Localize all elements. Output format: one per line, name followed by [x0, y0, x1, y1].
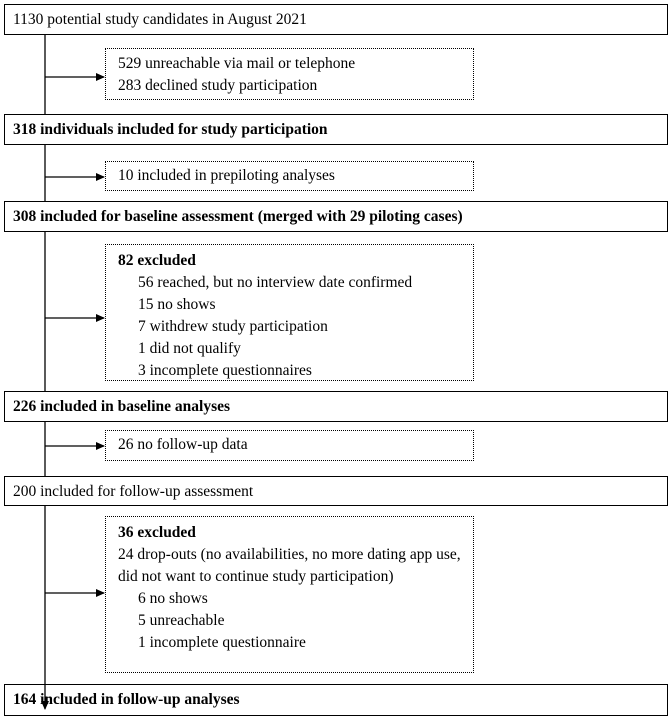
exclusion-3-item: 1 did not qualify: [138, 340, 241, 357]
step-included-participation: 318 individuals included for study parti…: [4, 114, 668, 145]
exclusion-3-item: 56 reached, but no interview date confir…: [138, 274, 413, 291]
exclusion-3-item: 15 no shows: [138, 296, 216, 313]
step-follow-up-assessment-text: 200 included for follow-up assessment: [13, 483, 254, 500]
exclusion-3-item: 7 withdrew study participation: [138, 318, 328, 335]
step-candidates-text: 1130 potential study candidates in Augus…: [13, 11, 307, 28]
step-included-participation-text: 318 individuals included for study parti…: [13, 121, 328, 138]
exclusion-1-line-2: 283 declined study participation: [118, 77, 318, 94]
exclusion-2-line: 10 included in prepiloting analyses: [118, 167, 335, 184]
step-baseline-assessment: 308 included for baseline assessment (me…: [4, 201, 668, 232]
exclusion-1-line-1: 529 unreachable via mail or telephone: [118, 55, 356, 72]
exclusion-4-line: 26 no follow-up data: [118, 436, 248, 453]
exclusion-5-lead: 24 drop-outs (no availabilities, no more…: [118, 546, 461, 585]
exclusion-box-3: 82 excluded 56 reached, but no interview…: [105, 244, 474, 381]
step-candidates: 1130 potential study candidates in Augus…: [4, 4, 668, 35]
exclusion-5-item: 1 incomplete questionnaire: [138, 634, 306, 651]
exclusion-3-item: 3 incomplete questionnaires: [138, 362, 312, 379]
step-follow-up-analyses: 164 included in follow-up analyses: [4, 684, 668, 716]
step-follow-up-assessment: 200 included for follow-up assessment: [4, 476, 668, 506]
step-baseline-analyses-text: 226 included in baseline analyses: [13, 398, 231, 415]
exclusion-3-title: 82 excluded: [118, 252, 196, 269]
exclusion-box-2: 10 included in prepiloting analyses: [105, 161, 474, 191]
step-baseline-assessment-text: 308 included for baseline assessment (me…: [13, 208, 463, 225]
exclusion-box-5: 36 excluded 24 drop-outs (no availabilit…: [105, 516, 474, 673]
exclusion-box-4: 26 no follow-up data: [105, 430, 474, 461]
exclusion-5-title: 36 excluded: [118, 524, 196, 541]
exclusion-5-item: 5 unreachable: [138, 612, 225, 629]
step-follow-up-analyses-text: 164 included in follow-up analyses: [13, 691, 240, 708]
exclusion-box-1: 529 unreachable via mail or telephone 28…: [105, 48, 474, 100]
step-baseline-analyses: 226 included in baseline analyses: [4, 391, 668, 422]
exclusion-5-item: 6 no shows: [138, 590, 208, 607]
